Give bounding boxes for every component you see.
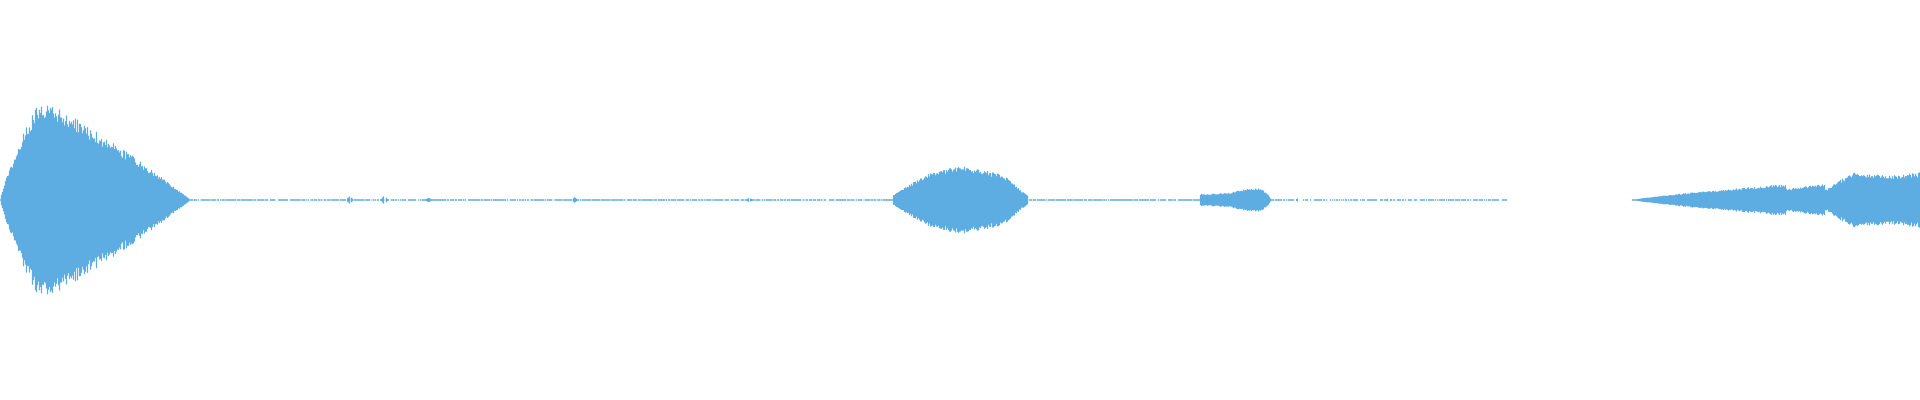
waveform-shape xyxy=(0,105,1920,295)
